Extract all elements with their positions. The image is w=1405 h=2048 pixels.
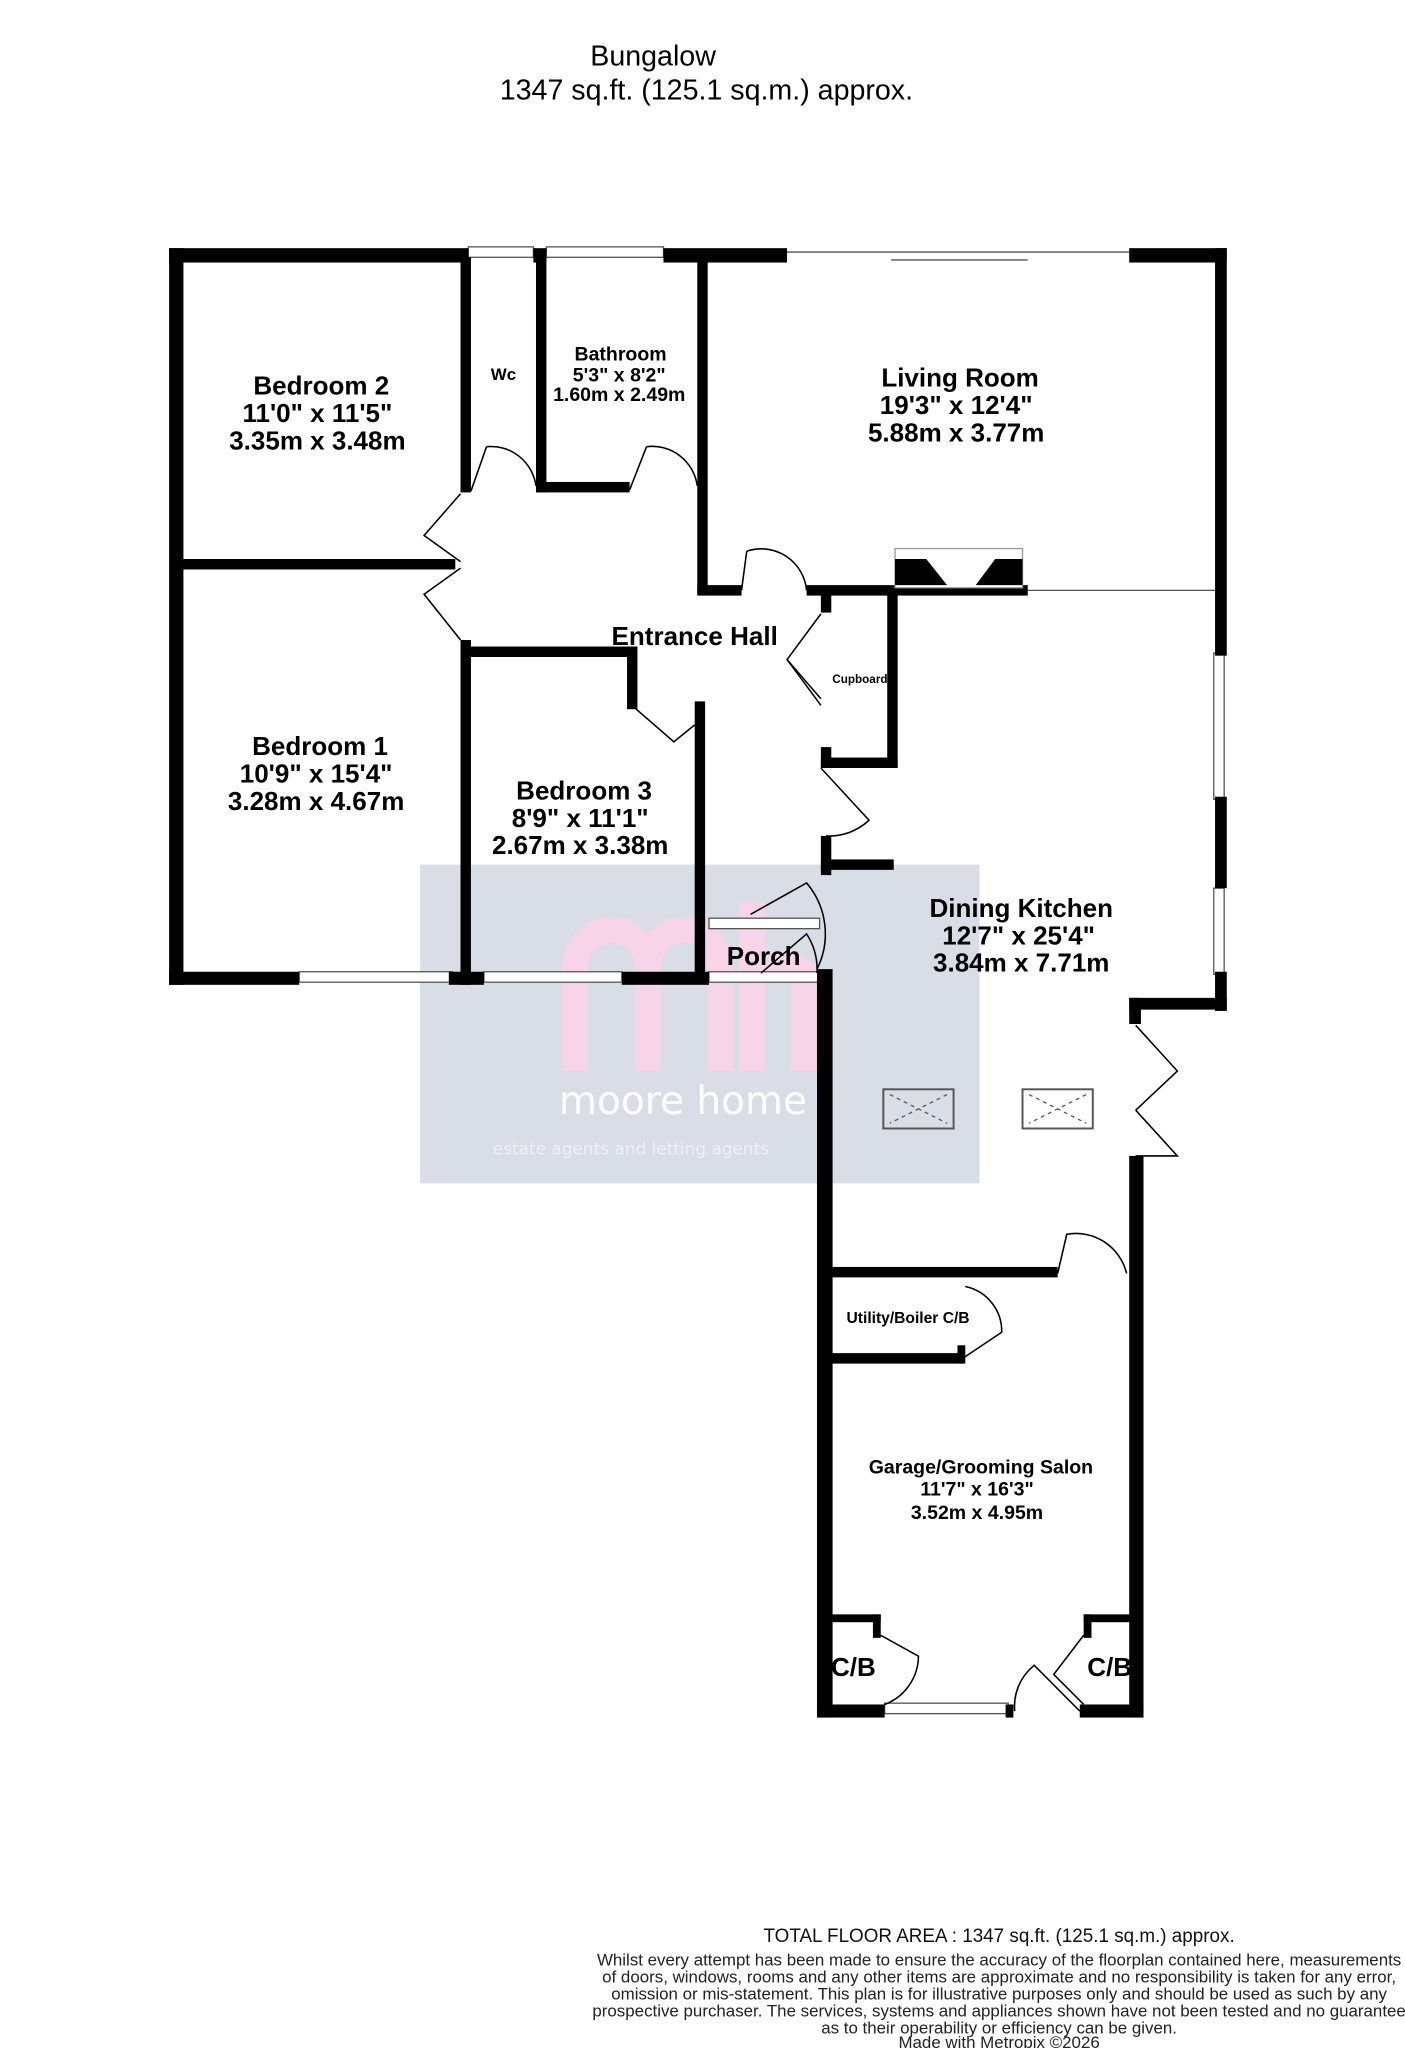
room-name: Bathroom	[574, 343, 666, 365]
disclaimer-line: prospective purchaser. The services, sys…	[592, 2002, 1405, 2021]
room-name: Garage/Grooming Salon	[869, 1456, 1093, 1478]
room-living-room: Living Room 19'3" x 12'4" 5.88m x 3.77m	[868, 363, 1044, 448]
room-name: Bedroom 3	[516, 775, 652, 805]
room-utility: Utility/Boiler C/B	[847, 1310, 970, 1327]
room-cb-left: C/B	[831, 1652, 876, 1682]
room-metric: 3.35m x 3.48m	[229, 425, 405, 455]
room-metric: 5.88m x 3.77m	[868, 417, 1044, 447]
disclaimer-line: as to their operability or efficiency ca…	[821, 2019, 1177, 2038]
room-garage: Garage/Grooming Salon 11'7" x 16'3" 3.52…	[869, 1456, 1093, 1524]
room-wc: Wc	[491, 365, 516, 384]
room-imperial: 11'0" x 11'5"	[242, 398, 392, 428]
disclaimer-line: of doors, windows, rooms and any other i…	[602, 1968, 1396, 1987]
windows	[298, 246, 1225, 1715]
footer: TOTAL FLOOR AREA : 1347 sq.ft. (125.1 sq…	[592, 1926, 1405, 2048]
total-floor-area: TOTAL FLOOR AREA : 1347 sq.ft. (125.1 sq…	[764, 1926, 1235, 1947]
room-bathroom: Bathroom 5'3" x 8'2" 1.60m x 2.49m	[553, 343, 685, 406]
room-name: Living Room	[881, 363, 1039, 393]
room-imperial: 19'3" x 12'4"	[880, 390, 1033, 420]
room-imperial: 11'7" x 16'3"	[920, 1478, 1033, 1500]
room-metric: 3.84m x 7.71m	[933, 948, 1109, 978]
room-bedroom-1: Bedroom 1 10'9" x 15'4" 3.28m x 4.67m	[228, 731, 404, 816]
room-metric: 3.28m x 4.67m	[228, 786, 404, 816]
room-entrance-hall: Entrance Hall	[612, 621, 778, 651]
room-name: Dining Kitchen	[929, 893, 1113, 923]
room-bedroom-2: Bedroom 2 11'0" x 11'5" 3.35m x 3.48m	[229, 370, 405, 455]
room-metric: 1.60m x 2.49m	[553, 384, 685, 406]
watermark-tagline: estate agents and letting agents	[493, 1139, 769, 1159]
room-bedroom-3: Bedroom 3 8'9" x 11'1" 2.67m x 3.38m	[492, 775, 668, 860]
room-metric: 2.67m x 3.38m	[492, 830, 668, 860]
room-dining-kitchen: Dining Kitchen 12'7" x 25'4" 3.84m x 7.7…	[929, 893, 1113, 978]
room-cb-right: C/B	[1087, 1652, 1132, 1682]
room-porch: Porch	[727, 941, 801, 971]
room-name: Bedroom 2	[253, 370, 389, 400]
doors	[422, 445, 1180, 1712]
plan-area: 1347 sq.ft. (125.1 sq.m.) approx.	[500, 74, 913, 106]
room-cupboard: Cupboard	[832, 673, 887, 686]
watermark-brand: moore home	[559, 1079, 807, 1124]
disclaimer-line: Whilst every attempt has been made to en…	[597, 1951, 1401, 1970]
metropix-credit: Made with Metropix ©2026	[898, 2033, 1099, 2048]
room-imperial: 8'9" x 11'1"	[512, 803, 649, 833]
room-name: Bedroom 1	[252, 731, 388, 761]
room-imperial: 5'3" x 8'2"	[573, 364, 666, 386]
room-imperial: 12'7" x 25'4"	[942, 920, 1095, 950]
room-metric: 3.52m x 4.95m	[911, 1502, 1043, 1524]
disclaimer-line: omission or mis-statement. This plan is …	[611, 1985, 1387, 2004]
plan-title: Bungalow	[590, 40, 716, 72]
room-imperial: 10'9" x 15'4"	[240, 758, 393, 788]
walls	[169, 248, 1227, 1718]
skylights	[882, 1088, 1094, 1130]
